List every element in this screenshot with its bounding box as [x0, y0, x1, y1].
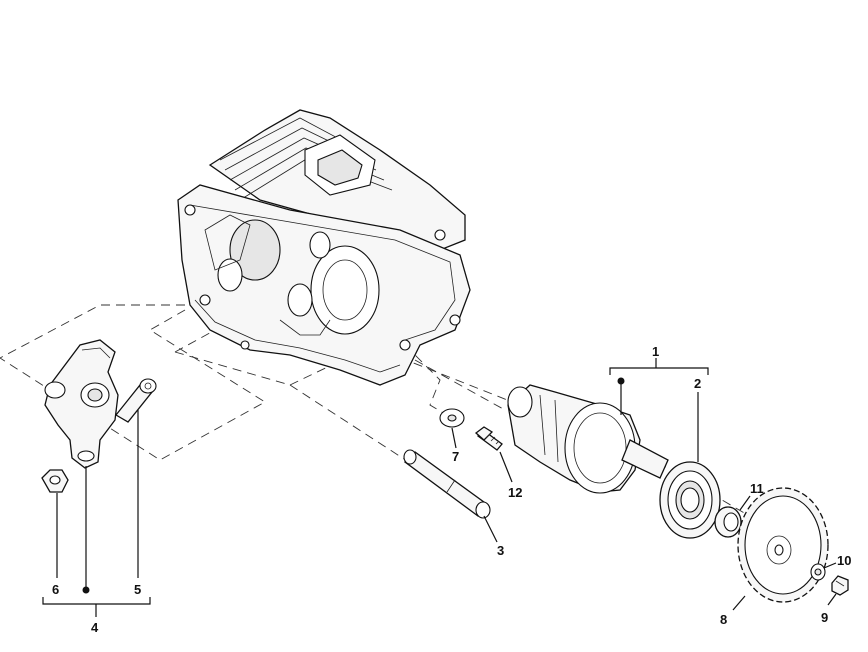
callout-7: 7 — [452, 449, 459, 464]
sprocket — [737, 487, 829, 603]
callout-12: 12 — [508, 485, 522, 500]
callout-3: 3 — [497, 543, 504, 558]
pin — [403, 449, 491, 519]
rocker-shaft — [115, 378, 157, 423]
adjuster-nut — [41, 469, 69, 493]
bearing — [659, 461, 721, 539]
sprocket-bolt — [831, 575, 849, 596]
bolt — [474, 426, 503, 451]
washer — [439, 408, 465, 428]
rocker-arm — [44, 339, 119, 469]
callout-5: 5 — [134, 582, 141, 597]
sprocket-washer — [810, 563, 826, 581]
callout-8: 8 — [720, 612, 727, 627]
leader-lines — [42, 358, 837, 617]
callout-1: 1 — [652, 344, 659, 359]
callout-2: 2 — [694, 376, 701, 391]
callout-11: 11 — [750, 481, 764, 496]
spacer — [714, 506, 742, 538]
callout-labels: 1 2 3 4 5 6 7 8 9 10 11 12 — [52, 344, 851, 635]
callout-10: 10 — [837, 553, 851, 568]
cylinder-head — [177, 109, 471, 386]
callout-9: 9 — [821, 610, 828, 625]
camshaft — [507, 384, 669, 494]
callout-4: 4 — [91, 620, 99, 635]
callout-6: 6 — [52, 582, 59, 597]
